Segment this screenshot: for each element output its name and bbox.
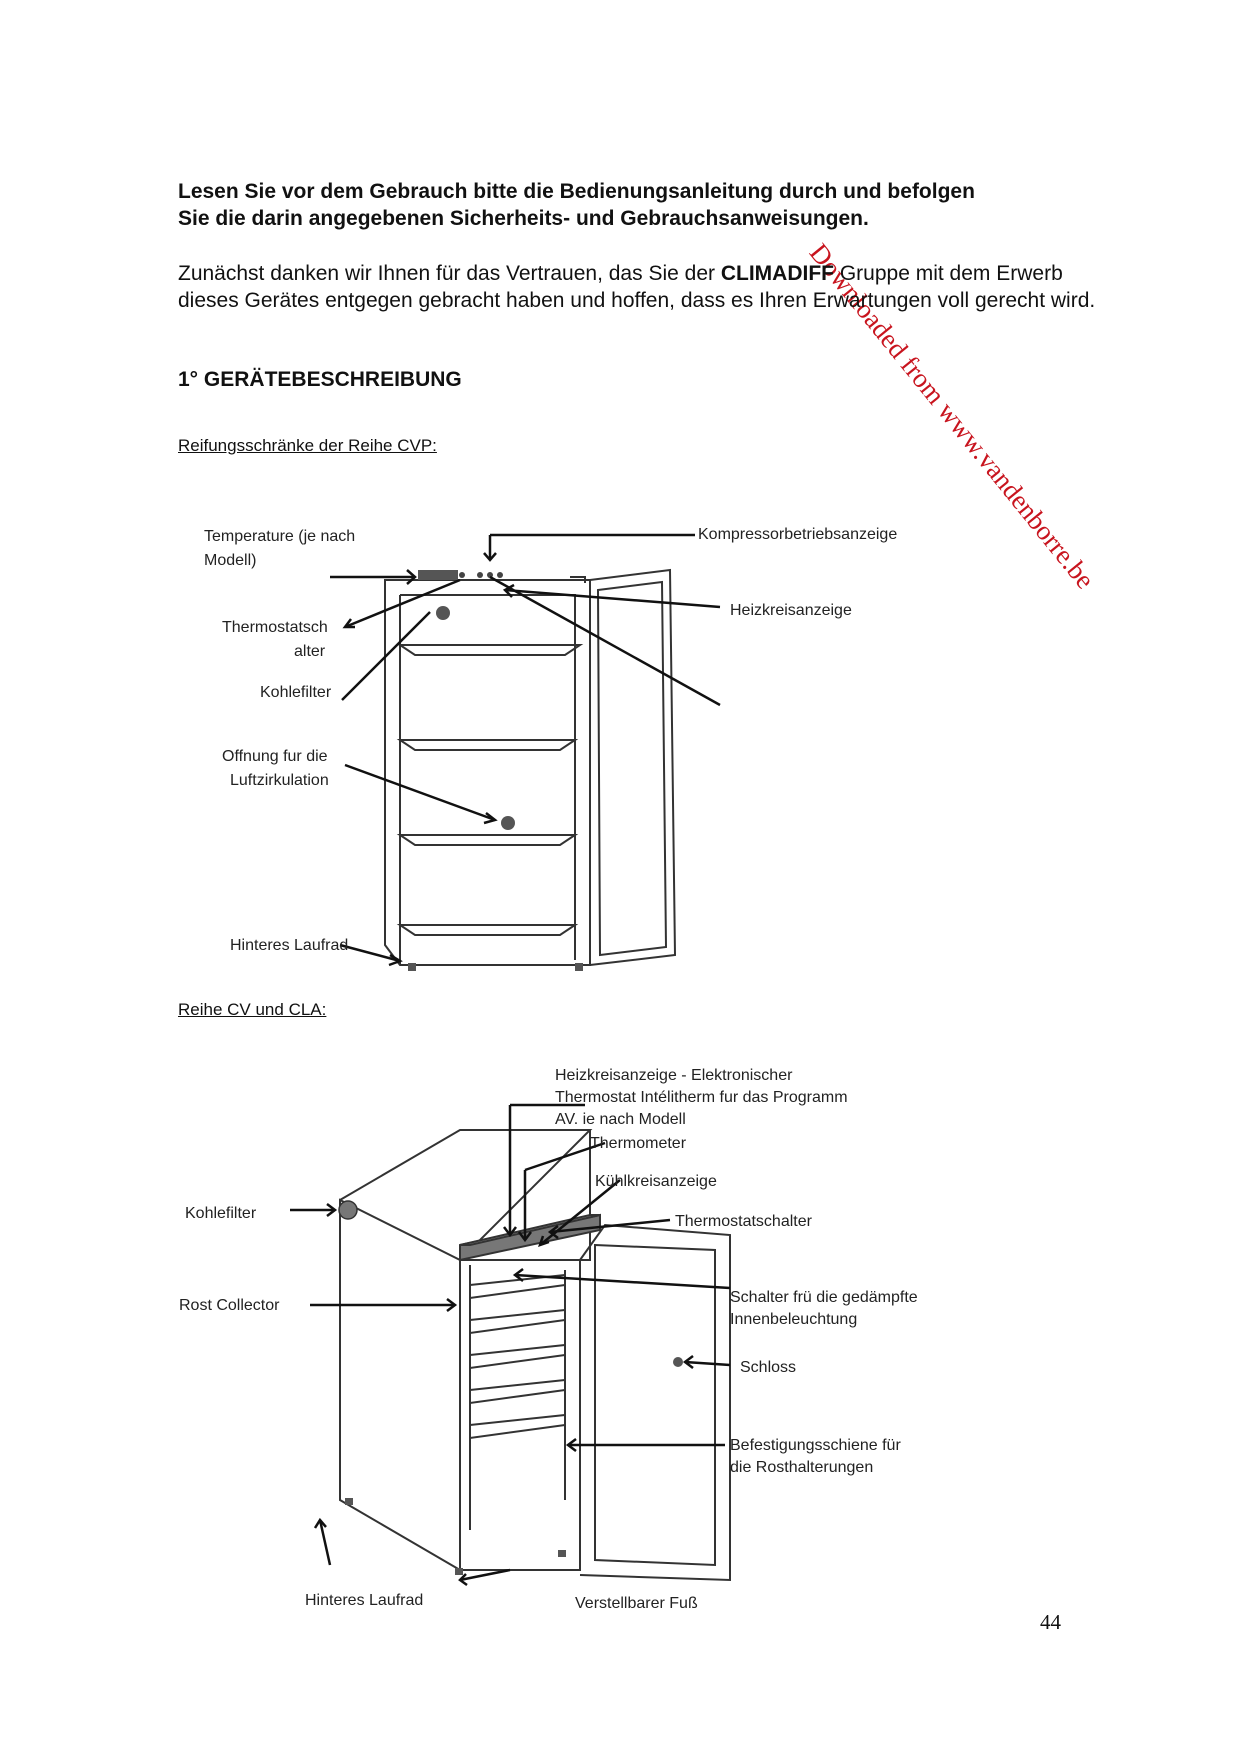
cv-label-light-switch-2: Innenbeleuchtung bbox=[730, 1311, 857, 1328]
cvp-diagram: Temperature (je nach Modell) Kompressorb… bbox=[190, 515, 910, 1005]
cvp-label-air-opening-2: Luftzirkulation bbox=[230, 772, 329, 789]
cvp-label-rear-wheel: Hinteres Laufrad bbox=[230, 937, 348, 954]
section-heading: 1° GERÄTEBESCHREIBUNG bbox=[178, 368, 462, 392]
intro-warning: Lesen Sie vor dem Gebrauch bitte die Bed… bbox=[178, 178, 1098, 232]
intro-warning-line-2: Sie die darin angegebenen Sicherheits- u… bbox=[178, 205, 1098, 232]
cv-label-carbon-filter: Kohlefilter bbox=[185, 1205, 257, 1222]
cvp-label-temperature-2: Modell) bbox=[204, 552, 256, 569]
cv-label-rail-2: die Rosthalterungen bbox=[730, 1459, 873, 1476]
cv-label-thermostat-switch: Thermostatschalter bbox=[675, 1213, 813, 1230]
cv-label-heating-3: AV. ie nach Modell bbox=[555, 1111, 686, 1128]
cvp-label-temperature-1: Temperature (je nach bbox=[204, 528, 355, 545]
cvp-heading: Reifungsschränke der Reihe CVP: bbox=[178, 436, 437, 456]
cvp-label-thermostat-2: alter bbox=[294, 643, 326, 660]
cv-label-cooling: Kühlkreisanzeige bbox=[595, 1173, 717, 1190]
cvp-label-thermostat-1: Thermostatsch bbox=[222, 619, 328, 636]
intro-warning-line-1: Lesen Sie vor dem Gebrauch bitte die Bed… bbox=[178, 178, 1098, 205]
wine-racks bbox=[470, 1275, 565, 1438]
cv-label-thermometer: Thermometer bbox=[590, 1135, 687, 1152]
cv-cla-cabinet bbox=[339, 1130, 730, 1580]
cvp-label-carbon-filter: Kohlefilter bbox=[260, 684, 332, 701]
intro-text-start: Zunächst danken wir Ihnen für das Vertra… bbox=[178, 262, 715, 285]
cv-label-lock: Schloss bbox=[740, 1359, 796, 1376]
cvp-cabinet bbox=[385, 570, 675, 971]
cvp-label-air-opening-1: Offnung fur die bbox=[222, 748, 328, 765]
brand-name: CLIMADIFF bbox=[721, 262, 834, 285]
cv-label-heating-1: Heizkreisanzeige - Elektronischer bbox=[555, 1067, 793, 1084]
cv-cla-diagram: Heizkreisanzeige - Elektronischer Thermo… bbox=[170, 1060, 970, 1620]
cv-label-rack: Rost Collector bbox=[179, 1297, 280, 1314]
cv-label-rail-1: Befestigungsschiene für bbox=[730, 1437, 901, 1454]
intro-paragraph: Zunächst danken wir Ihnen für das Vertra… bbox=[178, 260, 1118, 314]
cv-label-rear-wheel: Hinteres Laufrad bbox=[305, 1592, 423, 1609]
cv-label-adjustable-foot: Verstellbarer Fuß bbox=[575, 1595, 698, 1612]
cv-label-light-switch-1: Schalter frü die gedämpfte bbox=[730, 1289, 918, 1306]
cvp-label-heating: Heizkreisanzeige bbox=[730, 602, 852, 619]
cv-cla-heading: Reihe CV und CLA: bbox=[178, 1000, 326, 1020]
cv-label-heating-2: Thermostat Intélitherm fur das Programm bbox=[555, 1089, 848, 1106]
page-number: 44 bbox=[1040, 1610, 1061, 1635]
cvp-label-compressor: Kompressorbetriebsanzeige bbox=[698, 526, 897, 543]
